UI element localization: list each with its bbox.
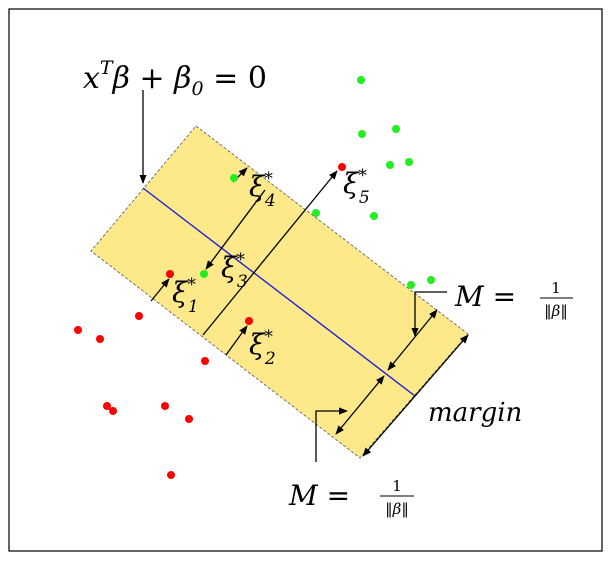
red-point [166, 270, 174, 278]
red-point [135, 312, 143, 320]
slack-arrow-xi2 [225, 325, 248, 356]
m-bottom-pointer [315, 407, 348, 462]
red-point [161, 402, 169, 410]
margin-arrow-full [362, 334, 469, 457]
xi1-label: ξ*1 [172, 275, 199, 317]
slack-arrow-xi3 [205, 189, 266, 270]
red-point [201, 357, 209, 365]
svg-text:1: 1 [392, 477, 402, 495]
green-point [386, 161, 394, 169]
red-point [185, 415, 193, 423]
green-point [200, 270, 208, 278]
slack-arrow-xi5 [202, 170, 338, 336]
svg-text:‖β‖: ‖β‖ [385, 500, 409, 518]
svg-text:1: 1 [551, 279, 561, 297]
svg-text:M =: M = [454, 280, 516, 313]
green-point [357, 76, 365, 84]
xi2-label: ξ*2 [249, 327, 276, 369]
svg-text:M =: M = [288, 479, 350, 512]
green-point [407, 281, 415, 289]
margin-label: margin [428, 398, 522, 428]
green-point [312, 209, 320, 217]
data-points [74, 76, 435, 479]
svg-text:‖β‖: ‖β‖ [544, 302, 568, 320]
m-bottom-label: M = 1 ‖β‖ [288, 477, 414, 518]
xi4-label: ξ*4 [249, 169, 276, 211]
green-point [370, 212, 378, 220]
m-top-label: M = 1 ‖β‖ [454, 279, 573, 320]
red-point [74, 326, 82, 334]
green-point [405, 158, 413, 166]
slack-arrow-xi1 [150, 278, 170, 302]
red-point [167, 471, 175, 479]
red-point [338, 163, 346, 171]
xi3-label: ξ*3 [221, 250, 248, 292]
green-point [358, 130, 366, 138]
green-point [392, 125, 400, 133]
red-point [103, 402, 111, 410]
red-point [96, 335, 104, 343]
green-point [427, 276, 435, 284]
red-point [109, 407, 117, 415]
xi5-label: ξ*5 [343, 166, 370, 208]
green-point [230, 174, 238, 182]
hyperplane-label: xTβ + β0 = 0 [83, 57, 267, 100]
figure-frame [8, 8, 603, 552]
m-top-pointer [411, 291, 447, 337]
red-point [245, 317, 253, 325]
